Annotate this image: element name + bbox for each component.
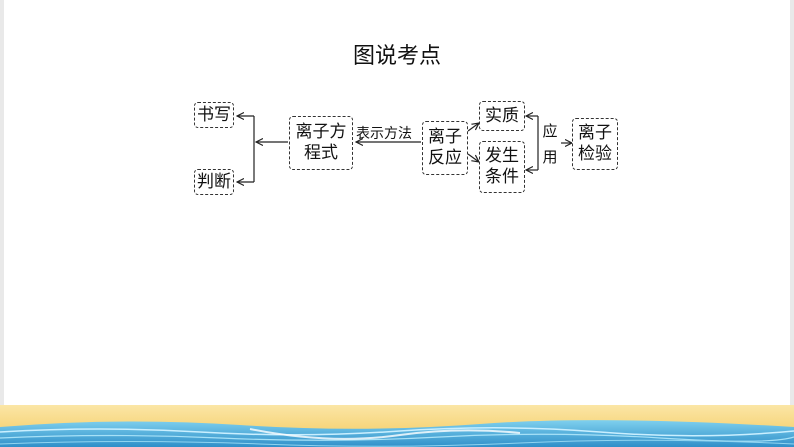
- node-essence-text: 实质: [485, 105, 519, 126]
- node-conditions-line1: 发生: [485, 146, 519, 166]
- node-conditions: 发生 条件: [479, 141, 525, 193]
- footer-wave-line-3: [0, 439, 794, 447]
- edge-label-yong: 用: [542, 148, 558, 166]
- node-ion-detection-line1: 离子: [578, 123, 612, 143]
- node-panduan-text: 判断: [197, 171, 231, 192]
- node-shuxie-text: 书写: [197, 104, 231, 125]
- node-ionic-equation: 离子方 程式: [289, 116, 353, 170]
- footer-book-curve: [249, 428, 521, 440]
- node-essence: 实质: [479, 101, 525, 131]
- node-shuxie: 书写: [194, 102, 234, 128]
- node-ion-detection: 离子 检验: [572, 118, 618, 170]
- slide-right-edge: [790, 0, 794, 447]
- arrow-to-tiaojian: [467, 153, 479, 162]
- node-conditions-line2: 条件: [485, 167, 519, 187]
- node-ionic-reaction-line2: 反应: [428, 148, 462, 168]
- footer-waves: [0, 405, 794, 447]
- node-ionic-reaction: 离子 反应: [422, 121, 468, 175]
- node-ionic-equation-line1: 离子方: [295, 122, 347, 142]
- node-ionic-equation-line2: 程式: [304, 143, 338, 163]
- arrow-to-shizhi: [467, 123, 479, 132]
- footer-wave-line-1: [0, 426, 794, 437]
- slide-title: 图说考点: [352, 44, 441, 69]
- slide-left-edge: [0, 0, 4, 447]
- node-panduan: 判断: [194, 169, 234, 195]
- edge-label-representation: 表示方法: [356, 126, 412, 142]
- node-ionic-reaction-line1: 离子: [428, 127, 462, 147]
- node-ion-detection-line2: 检验: [578, 144, 612, 164]
- edge-label-ying: 应: [542, 122, 558, 140]
- footer-wave-line-2: [0, 433, 794, 442]
